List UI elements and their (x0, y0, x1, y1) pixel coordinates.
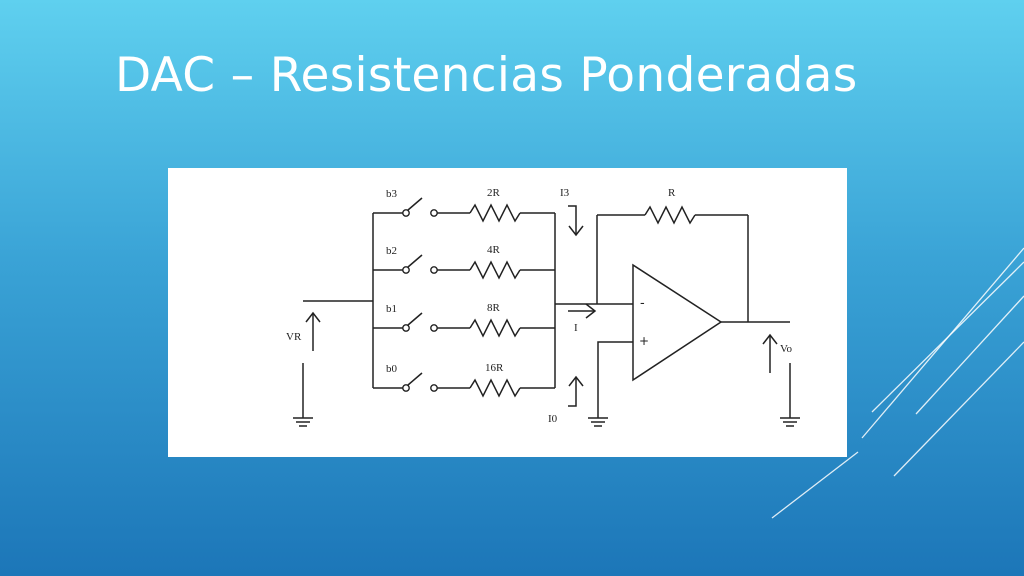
branch-b1 (373, 312, 555, 338)
branch-b3 (373, 197, 555, 223)
switch-b3 (407, 197, 423, 211)
deco-line-3 (915, 295, 1024, 415)
current-arrow-i3-icon (568, 205, 584, 237)
vo-arrow-icon (762, 333, 778, 373)
circuit-svg: VR b3 2R b2 4R (286, 187, 800, 427)
resistor-label-2r: 2R (487, 187, 501, 199)
bit-label-b0: b0 (386, 363, 398, 375)
opamp-icon (632, 263, 723, 382)
current-label-i0: I0 (548, 413, 558, 425)
resistor-2r-icon (469, 203, 521, 223)
resistor-label-4r: 4R (487, 244, 501, 256)
switch-b1 (407, 312, 423, 326)
vr-label: VR (286, 331, 302, 343)
branch-b2 (373, 254, 555, 280)
opamp-inverting-sign: - (640, 296, 645, 311)
output-label-vo: Vo (780, 343, 793, 355)
output-ground-icon (780, 363, 800, 427)
slide-title: DAC – Resistencias Ponderadas (115, 48, 858, 103)
vr-ground-icon (293, 363, 313, 427)
current-arrow-i0-icon (568, 375, 584, 407)
deco-line-1 (861, 247, 1024, 439)
resistor-16r-icon (469, 378, 521, 398)
feedback-path (596, 205, 749, 322)
deco-line-2 (871, 261, 1024, 413)
circuit-diagram: VR b3 2R b2 4R (168, 168, 847, 457)
branch-b0 (373, 372, 555, 398)
resistor-label-16r: 16R (485, 362, 504, 374)
deco-line-4 (893, 341, 1024, 477)
switch-b2 (407, 254, 423, 268)
opamp-ground-icon (588, 341, 633, 427)
resistor-label-8r: 8R (487, 302, 501, 314)
deco-line-5 (771, 451, 859, 519)
resistor-8r-icon (469, 318, 521, 338)
current-label-i3: I3 (560, 187, 570, 199)
feedback-resistor-label: R (668, 187, 676, 199)
bit-label-b2: b2 (386, 245, 397, 257)
bit-label-b1: b1 (386, 303, 397, 315)
resistor-r-icon (644, 205, 696, 225)
resistor-4r-icon (469, 260, 521, 280)
current-label-i: I (574, 322, 578, 334)
switch-b0 (407, 372, 423, 386)
bit-label-b3: b3 (386, 188, 398, 200)
vr-arrow (305, 311, 321, 351)
opamp-noninverting-sign: + (639, 334, 649, 348)
current-arrow-i-icon (568, 303, 597, 319)
